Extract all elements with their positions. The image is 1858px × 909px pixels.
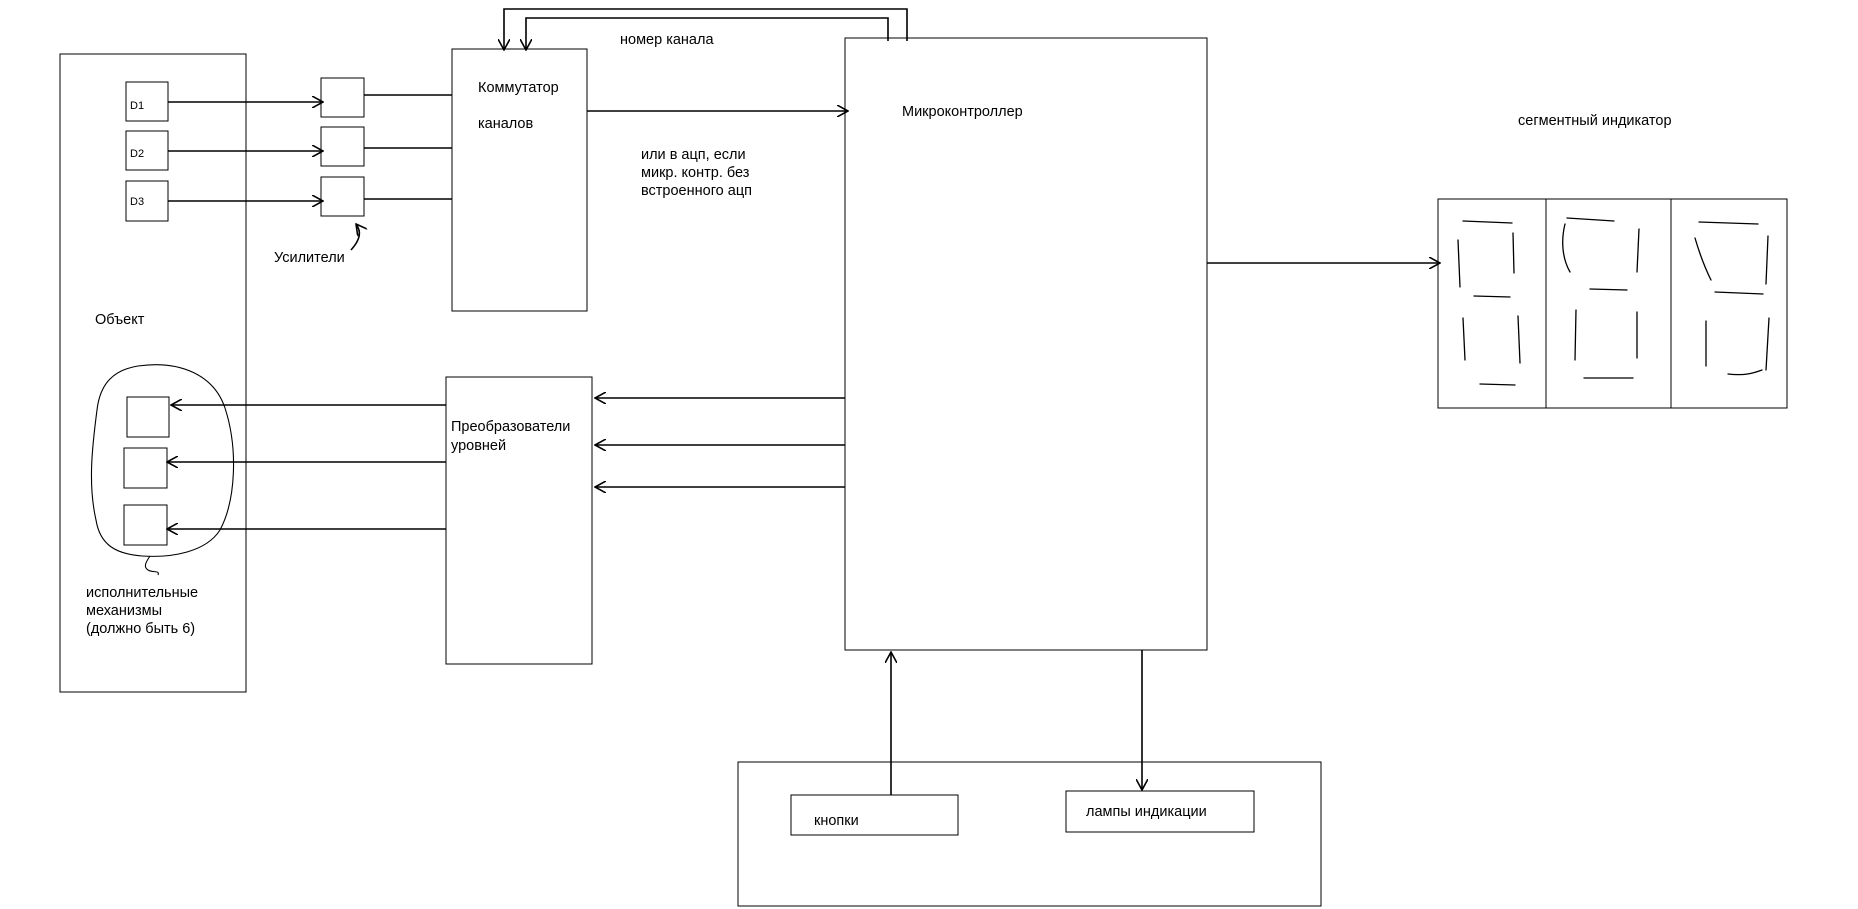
- amplifier-1-box: [320, 77, 365, 118]
- microcontroller-label: Микроконтроллер: [902, 104, 1023, 120]
- sensor-d2-label: D2: [130, 148, 144, 160]
- actuator-3-box: [123, 504, 168, 546]
- control-panel-block: [737, 761, 1322, 907]
- amplifiers-label: Усилители: [274, 250, 345, 266]
- channel-number-line-inner: [526, 17, 889, 50]
- amplifiers-pointer-arrow: [350, 224, 359, 251]
- segment-digit-1: [1457, 220, 1521, 386]
- level-converters-block: [445, 376, 593, 665]
- actuators-label-line2: механизмы: [86, 603, 162, 619]
- level-converters-label-line2: уровней: [451, 438, 506, 454]
- level-converters-label-line1: Преобразователи: [451, 419, 570, 435]
- object-block: [59, 53, 247, 693]
- actuators-label-line3: (должно быть 6): [86, 621, 195, 637]
- segment-digit-2: [1562, 217, 1640, 379]
- adc-note-line3: встроенного ацп: [641, 183, 752, 199]
- lamps-label: лампы индикации: [1086, 804, 1207, 820]
- actuators-loop-tick: [144, 555, 159, 576]
- amplifier-2-box: [320, 126, 365, 167]
- sensor-d1-label: D1: [130, 100, 144, 112]
- segment-digit-3: [1694, 221, 1770, 376]
- adc-note-line2: микр. контр. без: [641, 165, 750, 181]
- segment-indicator-block: [1437, 198, 1788, 409]
- object-label: Объект: [95, 312, 145, 328]
- actuators-loop: [90, 364, 235, 557]
- channel-number-label: номер канала: [620, 32, 714, 48]
- actuator-1-box: [126, 396, 170, 438]
- commutator-label-line1: Коммутатор: [478, 80, 559, 96]
- sensor-d3-label: D3: [130, 196, 144, 208]
- actuators-label-line1: исполнительные: [86, 585, 198, 601]
- actuator-2-box: [123, 447, 168, 489]
- commutator-label-line2: каналов: [478, 116, 533, 132]
- buttons-box: [790, 794, 959, 836]
- segment-indicator-label: сегментный индикатор: [1518, 113, 1672, 129]
- microcontroller-block: [844, 37, 1208, 651]
- amplifier-3-box: [320, 176, 365, 217]
- buttons-label: кнопки: [814, 813, 859, 829]
- adc-note-line1: или в ацп, если: [641, 147, 746, 163]
- commutator-block: [451, 48, 588, 312]
- lamps-box: [1065, 790, 1255, 833]
- channel-number-line-outer: [504, 8, 908, 50]
